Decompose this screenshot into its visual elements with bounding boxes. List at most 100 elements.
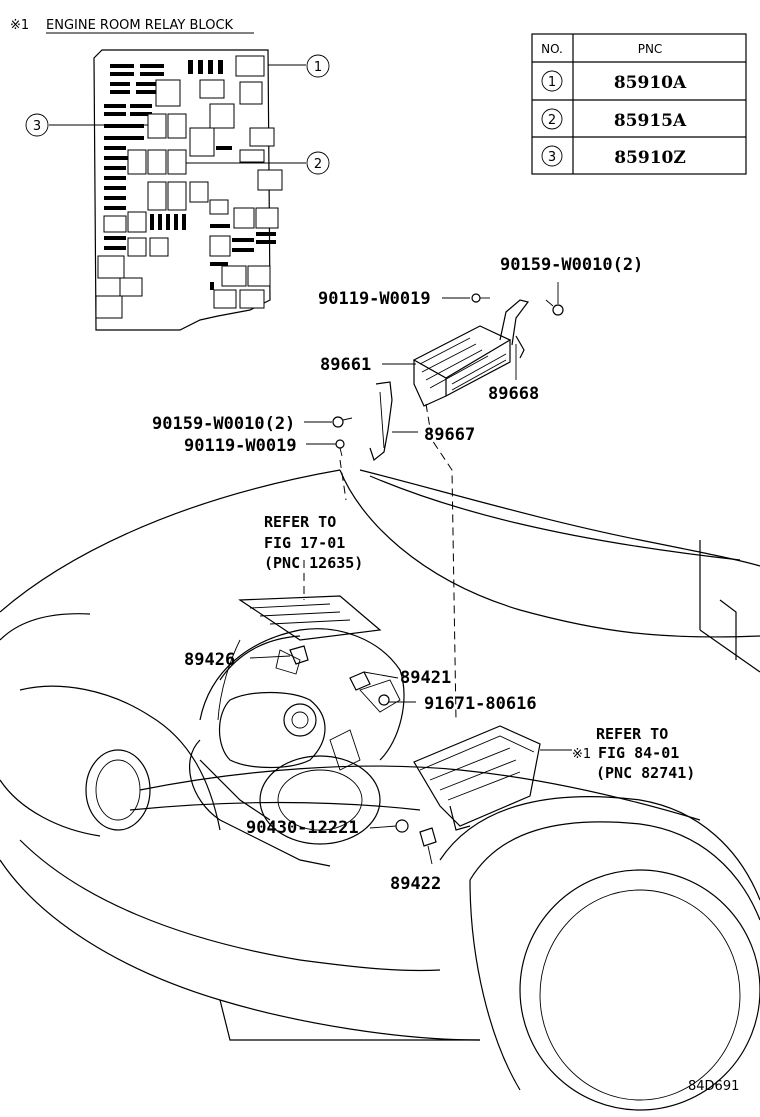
label-89422: 89422 — [390, 874, 441, 894]
fuse — [110, 90, 130, 94]
callout-3: 3 — [25, 113, 148, 137]
sensor-89422 — [419, 827, 437, 865]
fuse — [182, 214, 186, 230]
table-header-no: NO. — [541, 42, 563, 56]
relay — [199, 79, 225, 99]
refer-2-line3: (PNC 82741) — [596, 764, 695, 782]
relay — [167, 181, 187, 211]
label-90430: 90430-12221 — [246, 818, 359, 838]
callout-1: 1 — [268, 54, 330, 78]
fuse — [104, 156, 126, 160]
fuse — [136, 82, 156, 86]
vehicle-outline — [0, 469, 760, 1111]
label-89667: 89667 — [424, 425, 475, 445]
fuse — [110, 64, 134, 68]
relay — [209, 103, 235, 129]
sensor-89426 — [249, 645, 309, 665]
fuse — [110, 72, 134, 76]
fuse — [256, 232, 276, 236]
relay — [95, 295, 123, 319]
dashed-ecu-location — [425, 403, 457, 721]
relay — [127, 237, 147, 257]
relay — [235, 55, 265, 77]
relay — [239, 149, 265, 163]
callout-1-label: 1 — [314, 60, 322, 75]
ecu-assembly — [369, 299, 530, 462]
fuse — [208, 60, 213, 74]
battery-area — [413, 725, 541, 831]
table-row-2-pnc: 85915A — [614, 111, 687, 131]
bolt-90119-top — [471, 293, 490, 303]
relay — [249, 127, 275, 147]
fuse — [150, 214, 154, 230]
refer-2-mark: ※1 — [572, 747, 591, 762]
pnc-table: NO. PNC 1 85910A 2 85915A 3 85910Z — [531, 33, 747, 175]
label-91671: 91671-80616 — [424, 694, 537, 714]
relay — [257, 169, 283, 191]
callout-2: 2 — [186, 151, 330, 175]
fuse — [104, 246, 126, 250]
relay — [221, 265, 247, 287]
fuse — [166, 214, 170, 230]
relay — [209, 235, 231, 257]
relay — [247, 265, 271, 287]
fuse — [232, 248, 254, 252]
fuse — [104, 206, 126, 210]
relay — [167, 149, 187, 175]
figure-code: 84D691 — [688, 1079, 739, 1094]
fuse — [104, 112, 126, 116]
fuse — [126, 124, 144, 128]
refer-2-line2: FIG 84-01 — [598, 744, 679, 762]
bolt-90119-mid — [335, 439, 345, 457]
relay — [127, 149, 147, 175]
table-row-1-pnc: 85910A — [614, 73, 687, 93]
label-89426: 89426 — [184, 650, 235, 670]
fuse — [210, 282, 214, 290]
relay — [213, 289, 237, 309]
fuse — [104, 196, 126, 200]
fuse — [210, 224, 230, 228]
refer-1-line1: REFER TO — [264, 513, 336, 531]
fuse — [104, 124, 126, 128]
callout-2-label: 2 — [314, 157, 322, 172]
relay — [239, 289, 265, 309]
fuse — [198, 60, 203, 74]
relay — [103, 215, 127, 233]
label-89661: 89661 — [320, 355, 371, 375]
bolt-91671 — [378, 694, 416, 706]
fuse — [140, 64, 164, 68]
relay — [239, 81, 263, 105]
relay-block-title: ENGINE ROOM RELAY BLOCK — [46, 18, 234, 33]
relay — [147, 149, 167, 175]
fuse — [104, 236, 126, 240]
fuse — [216, 146, 232, 150]
label-90159-top: 90159-W0010(2) — [500, 255, 643, 275]
fuse — [218, 60, 223, 74]
dashed-bolt-location — [339, 459, 347, 501]
relay — [127, 211, 147, 233]
fuse — [104, 146, 126, 150]
fuse — [104, 136, 126, 140]
fuse — [174, 214, 178, 230]
table-row-1-no: 1 — [548, 75, 556, 90]
bolt-90430 — [369, 819, 409, 833]
label-90119-top: 90119-W0019 — [318, 289, 431, 309]
relay — [189, 127, 215, 157]
fuse — [188, 60, 193, 74]
sensor-89421 — [349, 671, 399, 691]
fuse — [130, 104, 152, 108]
relay — [119, 277, 143, 297]
relay — [233, 207, 255, 229]
engine — [189, 595, 405, 867]
relay — [147, 181, 167, 211]
table-header-pnc: PNC — [638, 42, 663, 56]
fuse — [130, 112, 152, 116]
fuse — [104, 166, 126, 170]
callout-3-label: 3 — [33, 119, 41, 134]
relay — [255, 207, 279, 229]
label-90119-mid: 90119-W0019 — [184, 436, 297, 456]
fuse — [104, 186, 126, 190]
fuse — [104, 176, 126, 180]
relay — [155, 79, 181, 107]
